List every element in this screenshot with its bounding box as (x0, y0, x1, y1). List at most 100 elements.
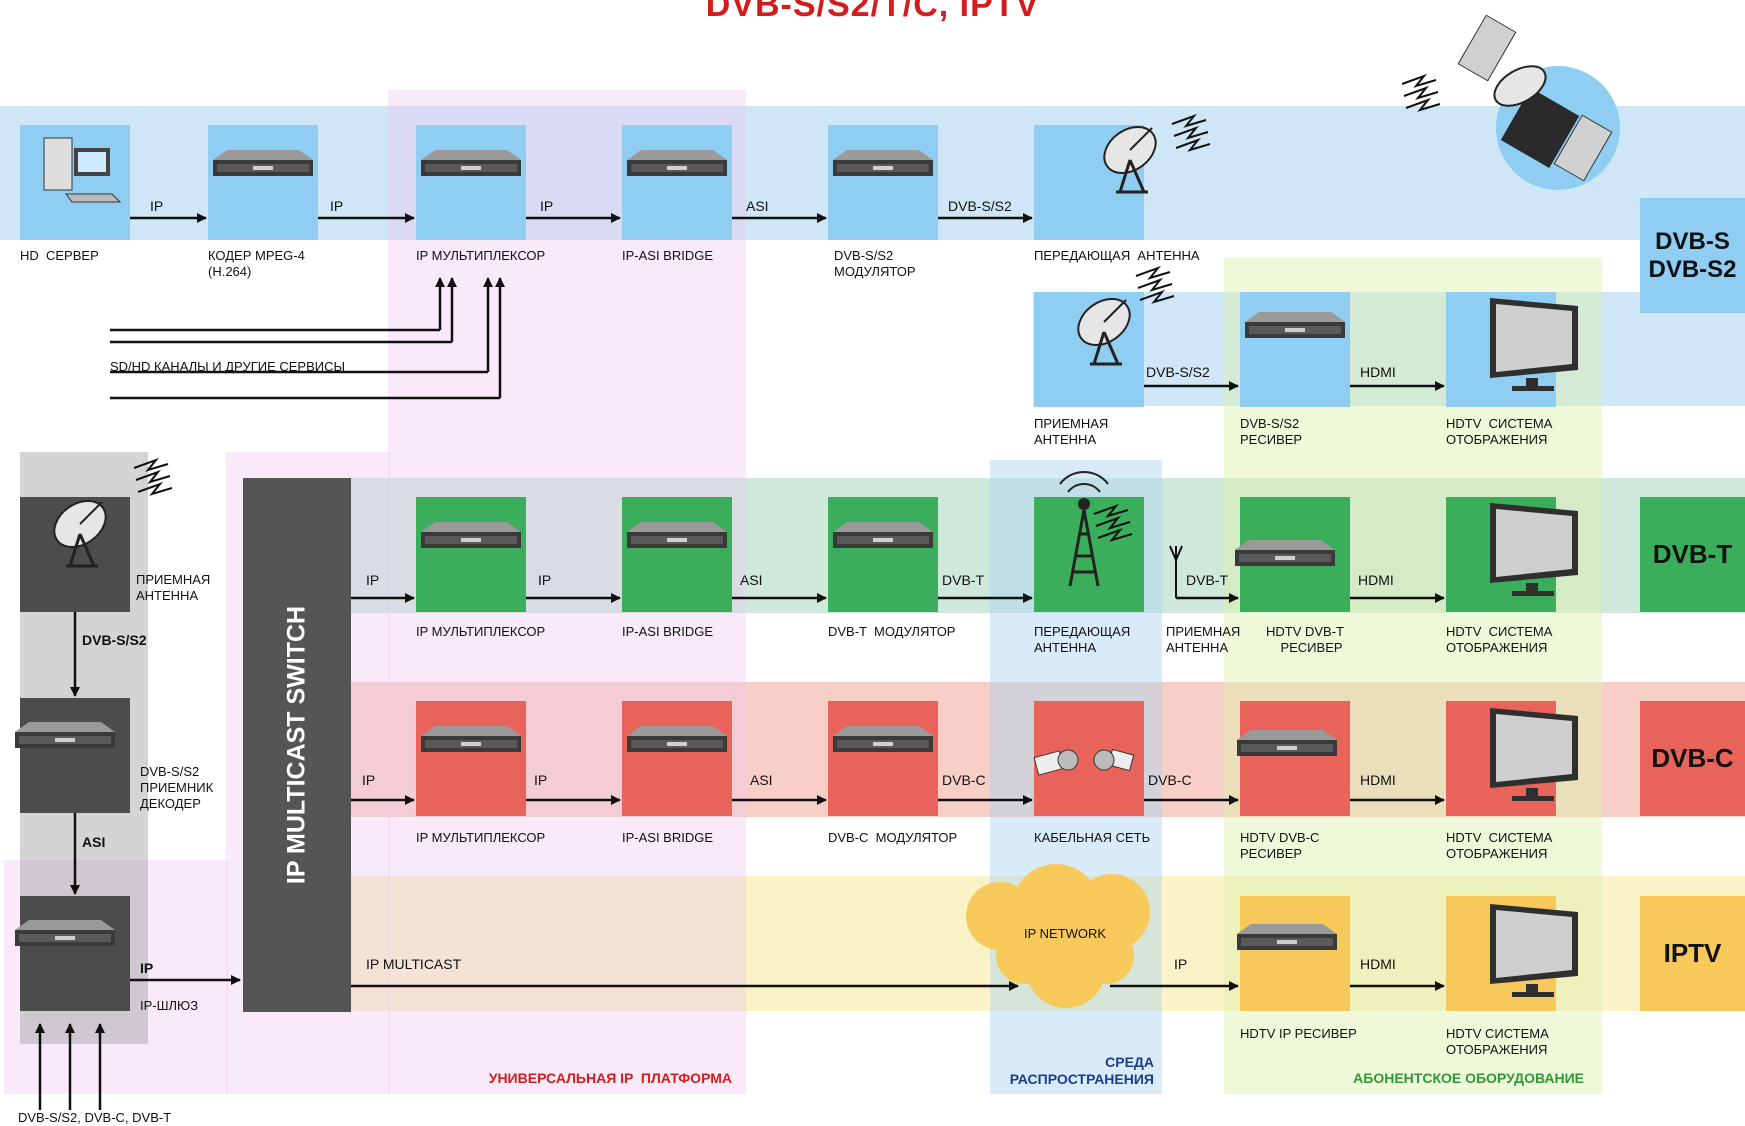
dvbc-receiver-tile (1240, 701, 1350, 816)
dvbc-multiplexer-label: IP МУЛЬТИПЛЕКСОР (416, 830, 546, 845)
dvbt-multiplexer-label: IP МУЛЬТИПЛЕКСОР (416, 624, 546, 639)
link-label-ip: IP (1174, 956, 1188, 972)
sd-channels-label: SD/HD КАНАЛЫ И ДРУГИЕ СЕРВИСЫ (110, 359, 346, 374)
distribution-zone-label: СРЕДА РАСПРОСТРАНЕНИЯ (1009, 1054, 1154, 1087)
ip-network-label: IP NETWORK (1024, 926, 1107, 941)
arrows (35, 213, 1445, 1110)
headend-inputs-label: DVB-S/S2, DVB-C, DVB-T (18, 1110, 172, 1125)
dvbt-tx-antenna-label: ПЕРЕДАЮЩАЯ АНТЕННА (1034, 624, 1131, 655)
sat-multiplexer-device-icon (421, 150, 521, 176)
sat-multiplexer-label: IP МУЛЬТИПЛЕКСОР (416, 248, 546, 263)
link-label-asi: ASI (746, 198, 769, 214)
signal-waves-icon (133, 459, 173, 495)
signal-waves-icon (1401, 75, 1441, 111)
standard-dvbs-label: DVB-S DVB-S2 (1648, 227, 1737, 283)
link-label-ip: IP (150, 198, 164, 214)
encoder-label: КОДЕР MPEG-4 (H.264) (208, 248, 305, 279)
page-title: DVB-S/S2/T/C, IPTV (705, 0, 1040, 24)
dvbc-modulator-label: DVB-C МОДУЛЯТОР (828, 830, 958, 845)
dvbt-bridge-tile (622, 497, 732, 612)
ip-network-cloud-icon (966, 864, 1150, 1008)
dvbt-multiplexer-tile (416, 497, 526, 612)
link-label-dvbc: DVB-C (1148, 772, 1192, 788)
headend-decoder-label: DVB-S/S2 ПРИЕМНИК ДЕКОДЕР (140, 764, 214, 811)
dvbc-receiver-device-icon (1237, 730, 1337, 756)
multicast-switch (243, 478, 351, 1012)
headend-antenna-label: ПРИЕМНАЯ АНТЕННА (136, 572, 211, 603)
link-label-dvbs: DVB-S/S2 (82, 632, 147, 648)
iptv-receiver-tile (1240, 896, 1350, 1011)
dvbt-multiplexer-device-icon (421, 522, 521, 548)
tx-dish-icon (1094, 116, 1166, 194)
dvbc-bridge-tile (622, 701, 732, 816)
dvbt-modulator-device-icon (833, 522, 933, 548)
standard-iptv-label: IPTV (1663, 938, 1722, 968)
standard-dvbc: DVB-C (1640, 701, 1745, 816)
link-label-hdmi: HDMI (1360, 956, 1396, 972)
dvbc-bridge-device-icon (627, 726, 727, 752)
dvbc-bridge-label: IP-ASI BRIDGE (622, 830, 714, 845)
sd-channel-lines (110, 328, 500, 400)
link-label-hdmi: HDMI (1358, 572, 1394, 588)
link-label-dvbs: DVB-S/S2 (1146, 364, 1210, 380)
gateway-device-icon (15, 920, 115, 946)
hd-server-tile (20, 125, 130, 240)
satellite-icon (1457, 14, 1620, 190)
link-label-asi: ASI (82, 834, 106, 850)
link-label-ip: IP (366, 572, 380, 588)
dvbc-multiplexer-device-icon (421, 726, 521, 752)
dvbt-receiver-device-icon (1235, 540, 1335, 566)
ip-platform-zone-label: УНИВЕРСАЛЬНАЯ IP ПЛАТФОРМА (488, 1070, 732, 1086)
sat-receiver-label: DVB-S/S2 РЕСИВЕР (1240, 416, 1303, 447)
sat-receiver-device-icon (1245, 312, 1345, 338)
link-label-ip: IP (538, 572, 552, 588)
hd-server-label: HD СЕРВЕР (20, 248, 99, 263)
link-label-ip: IP (140, 960, 154, 976)
sat-modulator-device-icon (833, 150, 933, 176)
sat-modulator-tile (828, 125, 938, 240)
link-label-hdmi: HDMI (1360, 772, 1396, 788)
link-label-asi: ASI (740, 572, 763, 588)
sat-receiver-tile (1240, 292, 1350, 407)
sat-modulator-label: DVB-S/S2 МОДУЛЯТОР (834, 248, 916, 279)
dvbt-tv-icon (1490, 503, 1578, 596)
dvbt-bridge-device-icon (627, 522, 727, 548)
dvbt-bridge-label: IP-ASI BRIDGE (622, 624, 714, 639)
dvbc-modulator-device-icon (833, 726, 933, 752)
signal-waves-icon (1171, 115, 1211, 151)
iptv-display-label: HDTV СИСТЕМА ОТОБРАЖЕНИЯ (1446, 1026, 1549, 1057)
sat-bridge-tile (622, 125, 732, 240)
dvbt-receiver-label: HDTV DVB-T РЕСИВЕР (1266, 624, 1344, 655)
standard-dvbs: DVB-S DVB-S2 (1640, 198, 1745, 313)
link-label-hdmi: HDMI (1360, 364, 1396, 380)
signal-waves-icon (1135, 267, 1175, 303)
encoder-device-icon (213, 150, 313, 176)
standard-dvbt: DVB-T (1640, 497, 1745, 612)
decoder-device-icon (15, 722, 115, 748)
link-label-dvbc: DVB-C (942, 772, 986, 788)
subscriber-zone-label: АБОНЕНТСКОЕ ОБОРУДОВАНИЕ (1353, 1070, 1584, 1086)
link-label-dvbt: DVB-T (1186, 572, 1228, 588)
link-label-ip: IP (534, 772, 548, 788)
iptv-tv-icon (1490, 904, 1578, 997)
cable-network-label: КАБЕЛЬНАЯ СЕТЬ (1034, 830, 1151, 845)
sat-multiplexer-tile (416, 125, 526, 240)
rx-antenna-icon (1169, 545, 1183, 598)
headend-dish-icon (44, 490, 116, 568)
standard-iptv: IPTV (1640, 896, 1745, 1011)
dvbc-receiver-label: HDTV DVB-C РЕСИВЕР (1240, 830, 1320, 861)
link-label-ip: IP (330, 198, 344, 214)
sat-rx-antenna-label: ПРИЕМНАЯ АНТЕННА (1034, 416, 1109, 447)
headend-decoder-tile (20, 698, 130, 813)
link-label-ip-multicast: IP MULTICAST (366, 956, 462, 972)
standard-dvbc-label: DVB-C (1651, 743, 1734, 773)
sat-bridge-label: IP-ASI BRIDGE (622, 248, 714, 263)
signal-waves-icon (1093, 505, 1133, 541)
link-label-asi: ASI (750, 772, 773, 788)
dvbt-modulator-label: DVB-T МОДУЛЯТОР (828, 624, 956, 639)
dvbc-display-label: HDTV СИСТЕМА ОТОБРАЖЕНИЯ (1446, 830, 1553, 861)
sat-display-label: HDTV СИСТЕМА ОТОБРАЖЕНИЯ (1446, 416, 1553, 447)
dvbt-modulator-tile (828, 497, 938, 612)
tv-tower-icon (1059, 471, 1109, 587)
